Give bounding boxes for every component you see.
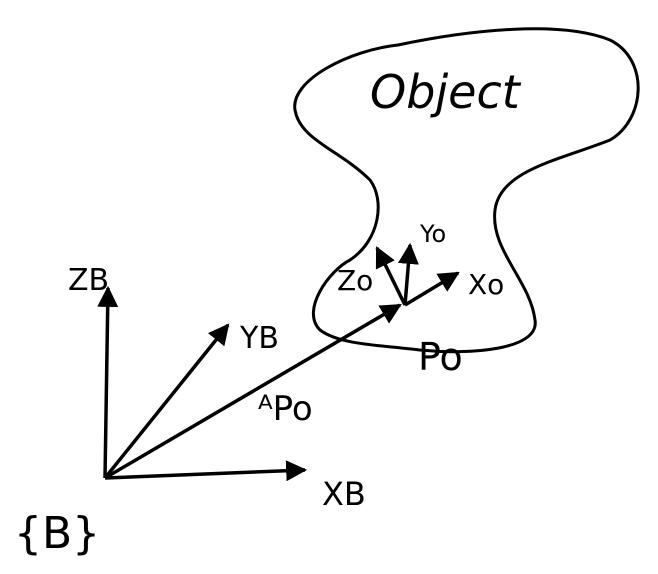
base-y-axis [103, 323, 230, 480]
object-y-label: Yo [419, 220, 446, 248]
position-vector-label: ᴬPo [258, 389, 313, 429]
base-x-axis [104, 460, 308, 482]
object-outline [293, 27, 640, 354]
base-z-axis [97, 285, 119, 479]
base-y-label: YB [239, 321, 279, 356]
object-y-axis [397, 242, 419, 306]
position-vector [104, 303, 402, 480]
object-x-axis [404, 271, 460, 307]
object-z-label: Zo [337, 264, 373, 297]
origin-point-label: Po [418, 335, 463, 379]
base-x-label: XB [322, 475, 366, 513]
base-z-label: ZB [68, 263, 109, 298]
base-frame-label: {B} [14, 508, 100, 559]
object-x-label: Xo [468, 268, 504, 301]
object-label: Object [370, 65, 522, 119]
object-z-axis [375, 246, 407, 306]
